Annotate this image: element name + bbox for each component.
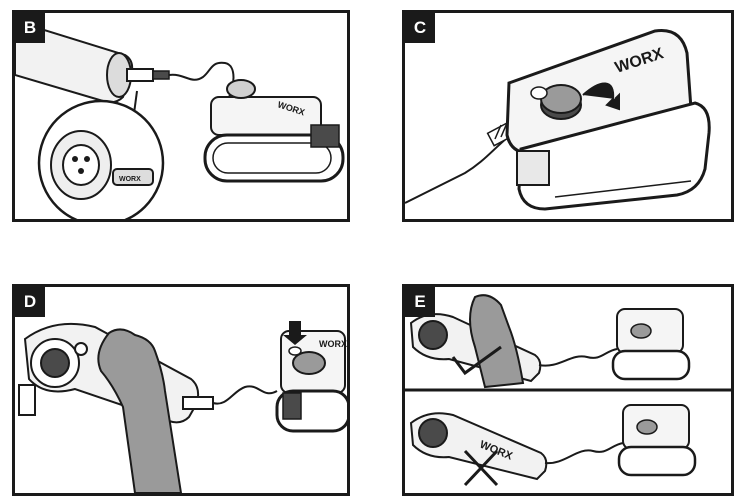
panel-e: E WORX bbox=[402, 284, 734, 496]
power-cable bbox=[212, 385, 278, 405]
inset-brand-logo: WORX bbox=[119, 176, 141, 183]
press-down-arrow-icon bbox=[283, 321, 307, 345]
hand bbox=[469, 294, 525, 389]
power-cable bbox=[168, 61, 235, 102]
panel-e-illustration: WORX bbox=[405, 294, 731, 487]
panel-b: B WORX WORX bbox=[12, 10, 350, 222]
incorrect-example: WORX bbox=[409, 404, 697, 487]
power-cable bbox=[538, 348, 618, 367]
panel-e-label: E bbox=[405, 287, 435, 317]
panel-b-label: B bbox=[15, 13, 45, 43]
panel-d-illustration: WORX bbox=[18, 321, 347, 493]
panel-c: C WORX bbox=[402, 10, 734, 222]
hand bbox=[97, 328, 183, 493]
connector-inset: WORX bbox=[37, 90, 165, 219]
correct-example bbox=[409, 294, 691, 389]
robot-device: WORX bbox=[203, 79, 345, 183]
power-knob bbox=[530, 84, 582, 120]
check-mark-icon bbox=[451, 345, 502, 376]
robot-device: WORX bbox=[275, 330, 347, 433]
power-cable bbox=[544, 442, 624, 465]
brand-logo: WORX bbox=[319, 339, 347, 349]
panel-d-label: D bbox=[15, 287, 45, 317]
panel-d: D WORX bbox=[12, 284, 350, 496]
panel-c-label: C bbox=[405, 13, 435, 43]
panel-b-illustration: WORX WORX bbox=[15, 19, 345, 219]
panel-c-illustration: WORX bbox=[405, 28, 711, 211]
robot-device: WORX bbox=[505, 28, 711, 211]
cross-mark-icon bbox=[463, 449, 499, 487]
power-cable bbox=[405, 132, 514, 204]
rotate-arrow-icon bbox=[582, 82, 620, 111]
